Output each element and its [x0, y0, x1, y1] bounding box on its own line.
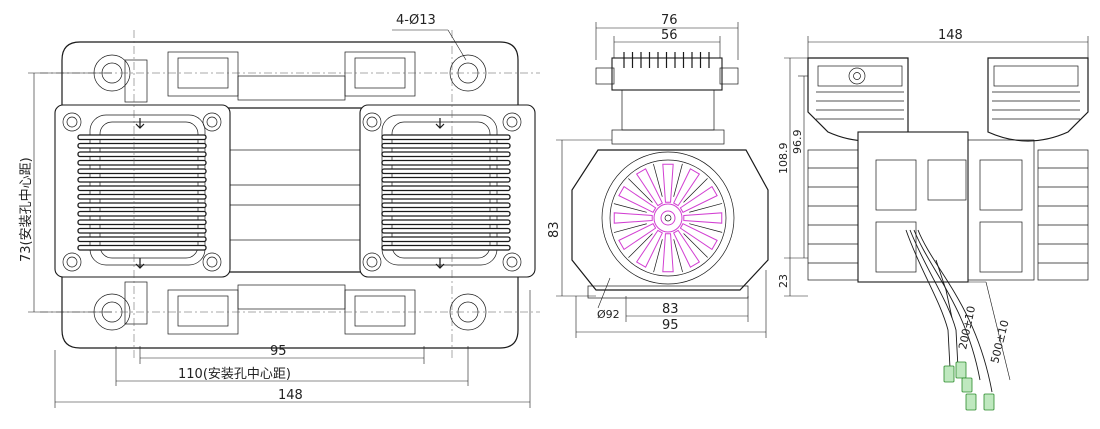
right-cooling-fins	[381, 134, 511, 251]
side-top-fins	[623, 52, 710, 68]
right-view: 148 108.9 96.9 23 200±10 500±10	[777, 28, 1089, 411]
arrow-icon	[135, 258, 145, 269]
cooling-fin	[77, 193, 207, 200]
screw-icon	[62, 252, 82, 272]
head-screws	[62, 112, 522, 272]
dim-110-label: 110(安装孔中心距)	[178, 367, 291, 382]
dim-148-right-label: 148	[938, 28, 963, 43]
fan-blade	[635, 229, 663, 268]
dim-95-label: 95	[270, 344, 287, 359]
dim-83-bottom-label: 83	[662, 302, 679, 317]
dim-95-side-label: 95	[662, 318, 679, 333]
fan-blade	[613, 212, 653, 224]
cooling-fin	[381, 236, 511, 243]
dim-56-label: 56	[661, 28, 678, 43]
cooling-fin	[77, 142, 207, 149]
front-dimensions: 4-Ø13 95 110(安装孔中心距) 148 73(安装孔中心距)	[19, 13, 531, 408]
fan-blade	[662, 233, 674, 273]
cooling-fin	[381, 219, 511, 226]
dim-76-label: 76	[661, 13, 678, 28]
dim-108-9-label: 108.9	[777, 143, 790, 175]
dim-23-label: 23	[777, 274, 790, 288]
dim-92-label: Ø92	[597, 308, 620, 321]
cooling-fin	[381, 159, 511, 166]
right-view-side-fins	[807, 149, 1089, 281]
cooling-fin	[77, 176, 207, 183]
cooling-fin	[381, 142, 511, 149]
left-cooling-fins	[77, 134, 207, 251]
front-view: 4-Ø13 95 110(安装孔中心距) 148 73(安装孔中心距)	[19, 13, 540, 408]
right-view-right-head	[987, 57, 1089, 142]
cooling-fin	[77, 244, 207, 251]
top-valve-block	[61, 41, 519, 109]
dim-73-label: 73(安装孔中心距)	[19, 157, 34, 262]
arrow-icon	[135, 118, 145, 129]
fan-blade	[635, 168, 663, 207]
cooling-fan	[613, 163, 723, 273]
lead-wires	[905, 229, 993, 393]
cooling-fin	[381, 168, 511, 175]
motor-housing	[224, 149, 361, 241]
cooling-fin	[381, 210, 511, 217]
cooling-fin	[77, 202, 207, 209]
fan-blade	[673, 229, 701, 268]
wire-200-label: 200±10	[956, 305, 978, 351]
screw-icon	[362, 252, 382, 272]
mount-hole-label: 4-Ø13	[396, 13, 436, 28]
cooling-fin	[77, 236, 207, 243]
cooling-fin	[77, 168, 207, 175]
screw-icon	[502, 112, 522, 132]
cooling-fin	[77, 151, 207, 158]
side-dimensions: 76 56 83 Ø92 83 95	[547, 13, 767, 338]
fan-blade	[679, 223, 718, 251]
dim-148-label: 148	[278, 388, 303, 403]
cooling-fin	[381, 176, 511, 183]
arrow-icon	[435, 118, 445, 129]
cooling-fin	[381, 193, 511, 200]
fan-blade	[673, 168, 701, 207]
cooling-fin	[381, 202, 511, 209]
side-view: 76 56 83 Ø92 83 95	[547, 13, 769, 338]
cooling-fin	[77, 210, 207, 217]
cooling-fin	[77, 185, 207, 192]
cooling-fin	[381, 227, 511, 234]
screw-icon	[202, 112, 222, 132]
cooling-fin	[77, 227, 207, 234]
screw-icon	[62, 112, 82, 132]
cooling-fin	[381, 244, 511, 251]
fan-blade	[618, 185, 657, 213]
right-view-head-lines	[816, 91, 1080, 120]
cooling-fin	[77, 159, 207, 166]
dim-96-9-label: 96.9	[791, 130, 804, 155]
cooling-fin	[77, 219, 207, 226]
cooling-fin	[381, 151, 511, 158]
cooling-fin	[381, 185, 511, 192]
wire-terminals	[943, 361, 995, 411]
cooling-fin	[381, 134, 511, 141]
wire-500-label: 500±10	[988, 319, 1011, 365]
fan-blade	[679, 185, 718, 213]
screw-icon	[202, 252, 222, 272]
dim-83-vertical-label: 83	[547, 221, 562, 238]
arrow-icon	[435, 258, 445, 269]
right-view-left-head	[807, 57, 909, 142]
cooling-fin	[77, 134, 207, 141]
right-view-motor-body	[857, 131, 969, 283]
screw-icon	[362, 112, 382, 132]
fan-blade	[662, 163, 674, 203]
motor-end-housing	[571, 149, 769, 291]
bottom-valve-block	[61, 271, 519, 349]
fan-blade	[618, 223, 657, 251]
fan-blade	[683, 212, 723, 224]
screw-icon	[502, 252, 522, 272]
